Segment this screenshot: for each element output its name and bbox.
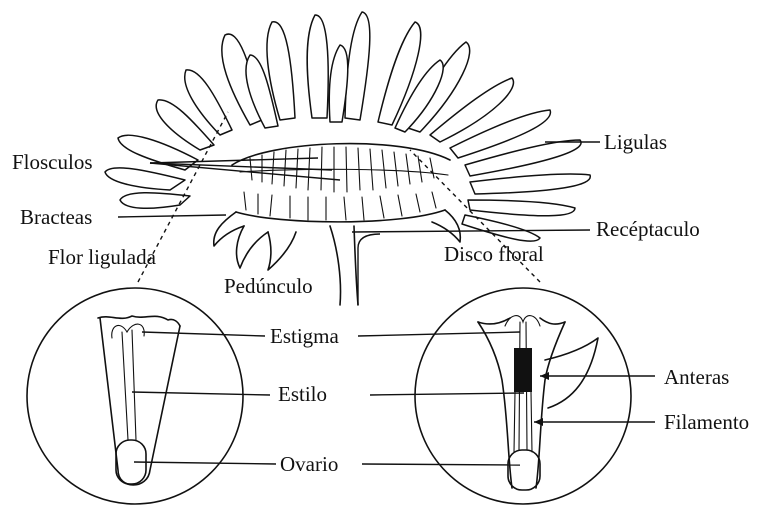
leader-lines bbox=[118, 112, 655, 465]
label-disco-floral: Disco floral bbox=[444, 244, 544, 265]
label-ligulas: Ligulas bbox=[604, 132, 667, 153]
label-ovario: Ovario bbox=[280, 454, 338, 475]
label-filamento: Filamento bbox=[664, 412, 749, 433]
label-flosculos: Flosculos bbox=[12, 152, 93, 173]
label-estigma: Estigma bbox=[270, 326, 339, 347]
disc-floret-detail bbox=[415, 288, 631, 504]
label-receptaculo: Recéptaculo bbox=[596, 219, 700, 240]
ligulate-flower-detail bbox=[27, 288, 243, 504]
label-estilo: Estilo bbox=[278, 384, 327, 405]
label-pedunculo: Pedúnculo bbox=[224, 276, 313, 297]
label-anteras: Anteras bbox=[664, 367, 729, 388]
label-flor-ligulada: Flor ligulada bbox=[48, 247, 156, 268]
ray-petals bbox=[105, 12, 590, 241]
disc-florets bbox=[232, 144, 450, 222]
label-bracteas: Bracteas bbox=[20, 207, 92, 228]
